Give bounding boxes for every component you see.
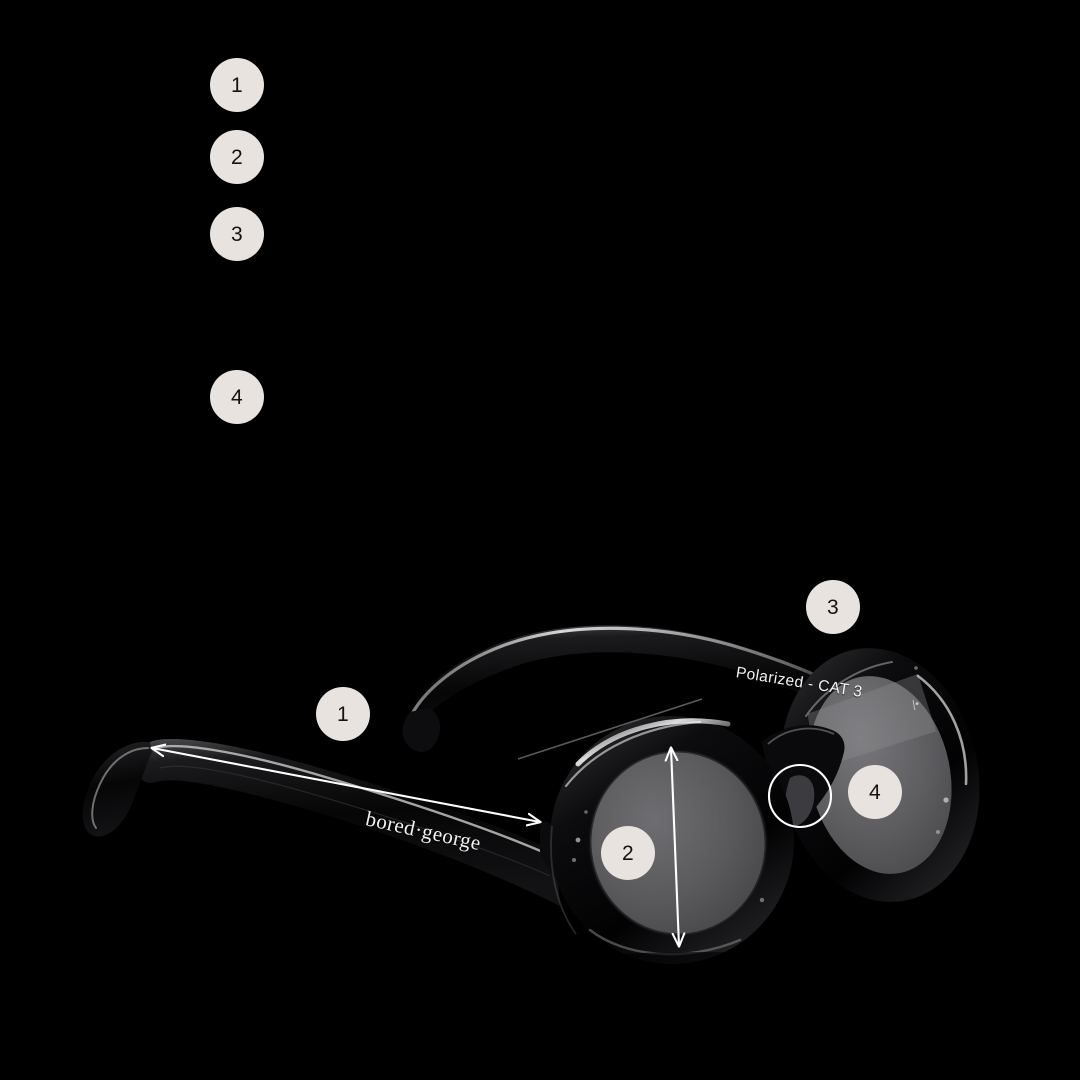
legend-badge-4[interactable]: 4 (210, 370, 264, 424)
legend-badge-3[interactable]: 3 (210, 207, 264, 261)
hinge-leader-line (517, 698, 703, 760)
callout-badge-temple-engraving[interactable]: 3 (806, 580, 860, 634)
left-lens (549, 716, 795, 964)
legend-badge-1[interactable]: 1 (210, 58, 264, 112)
temple-length-arrow (152, 748, 540, 822)
legend-badge-2[interactable]: 2 (210, 130, 264, 184)
lens-height-arrow (671, 748, 679, 946)
polarized-engraving-text: Polarized - CAT 3 (734, 664, 864, 701)
nose-bridge-highlight-circle (767, 763, 833, 829)
callout-badge-lens-face[interactable]: 2 (601, 826, 655, 880)
callout-badge-temple-length[interactable]: 1 (316, 687, 370, 741)
near-temple-arm (82, 739, 580, 906)
brand-engraving-text: bored·george (363, 806, 484, 856)
callout-badge-nose-bridge[interactable]: 4 (848, 765, 902, 819)
nose-bridge (762, 725, 845, 827)
svg-text:|•: |• (911, 698, 920, 711)
